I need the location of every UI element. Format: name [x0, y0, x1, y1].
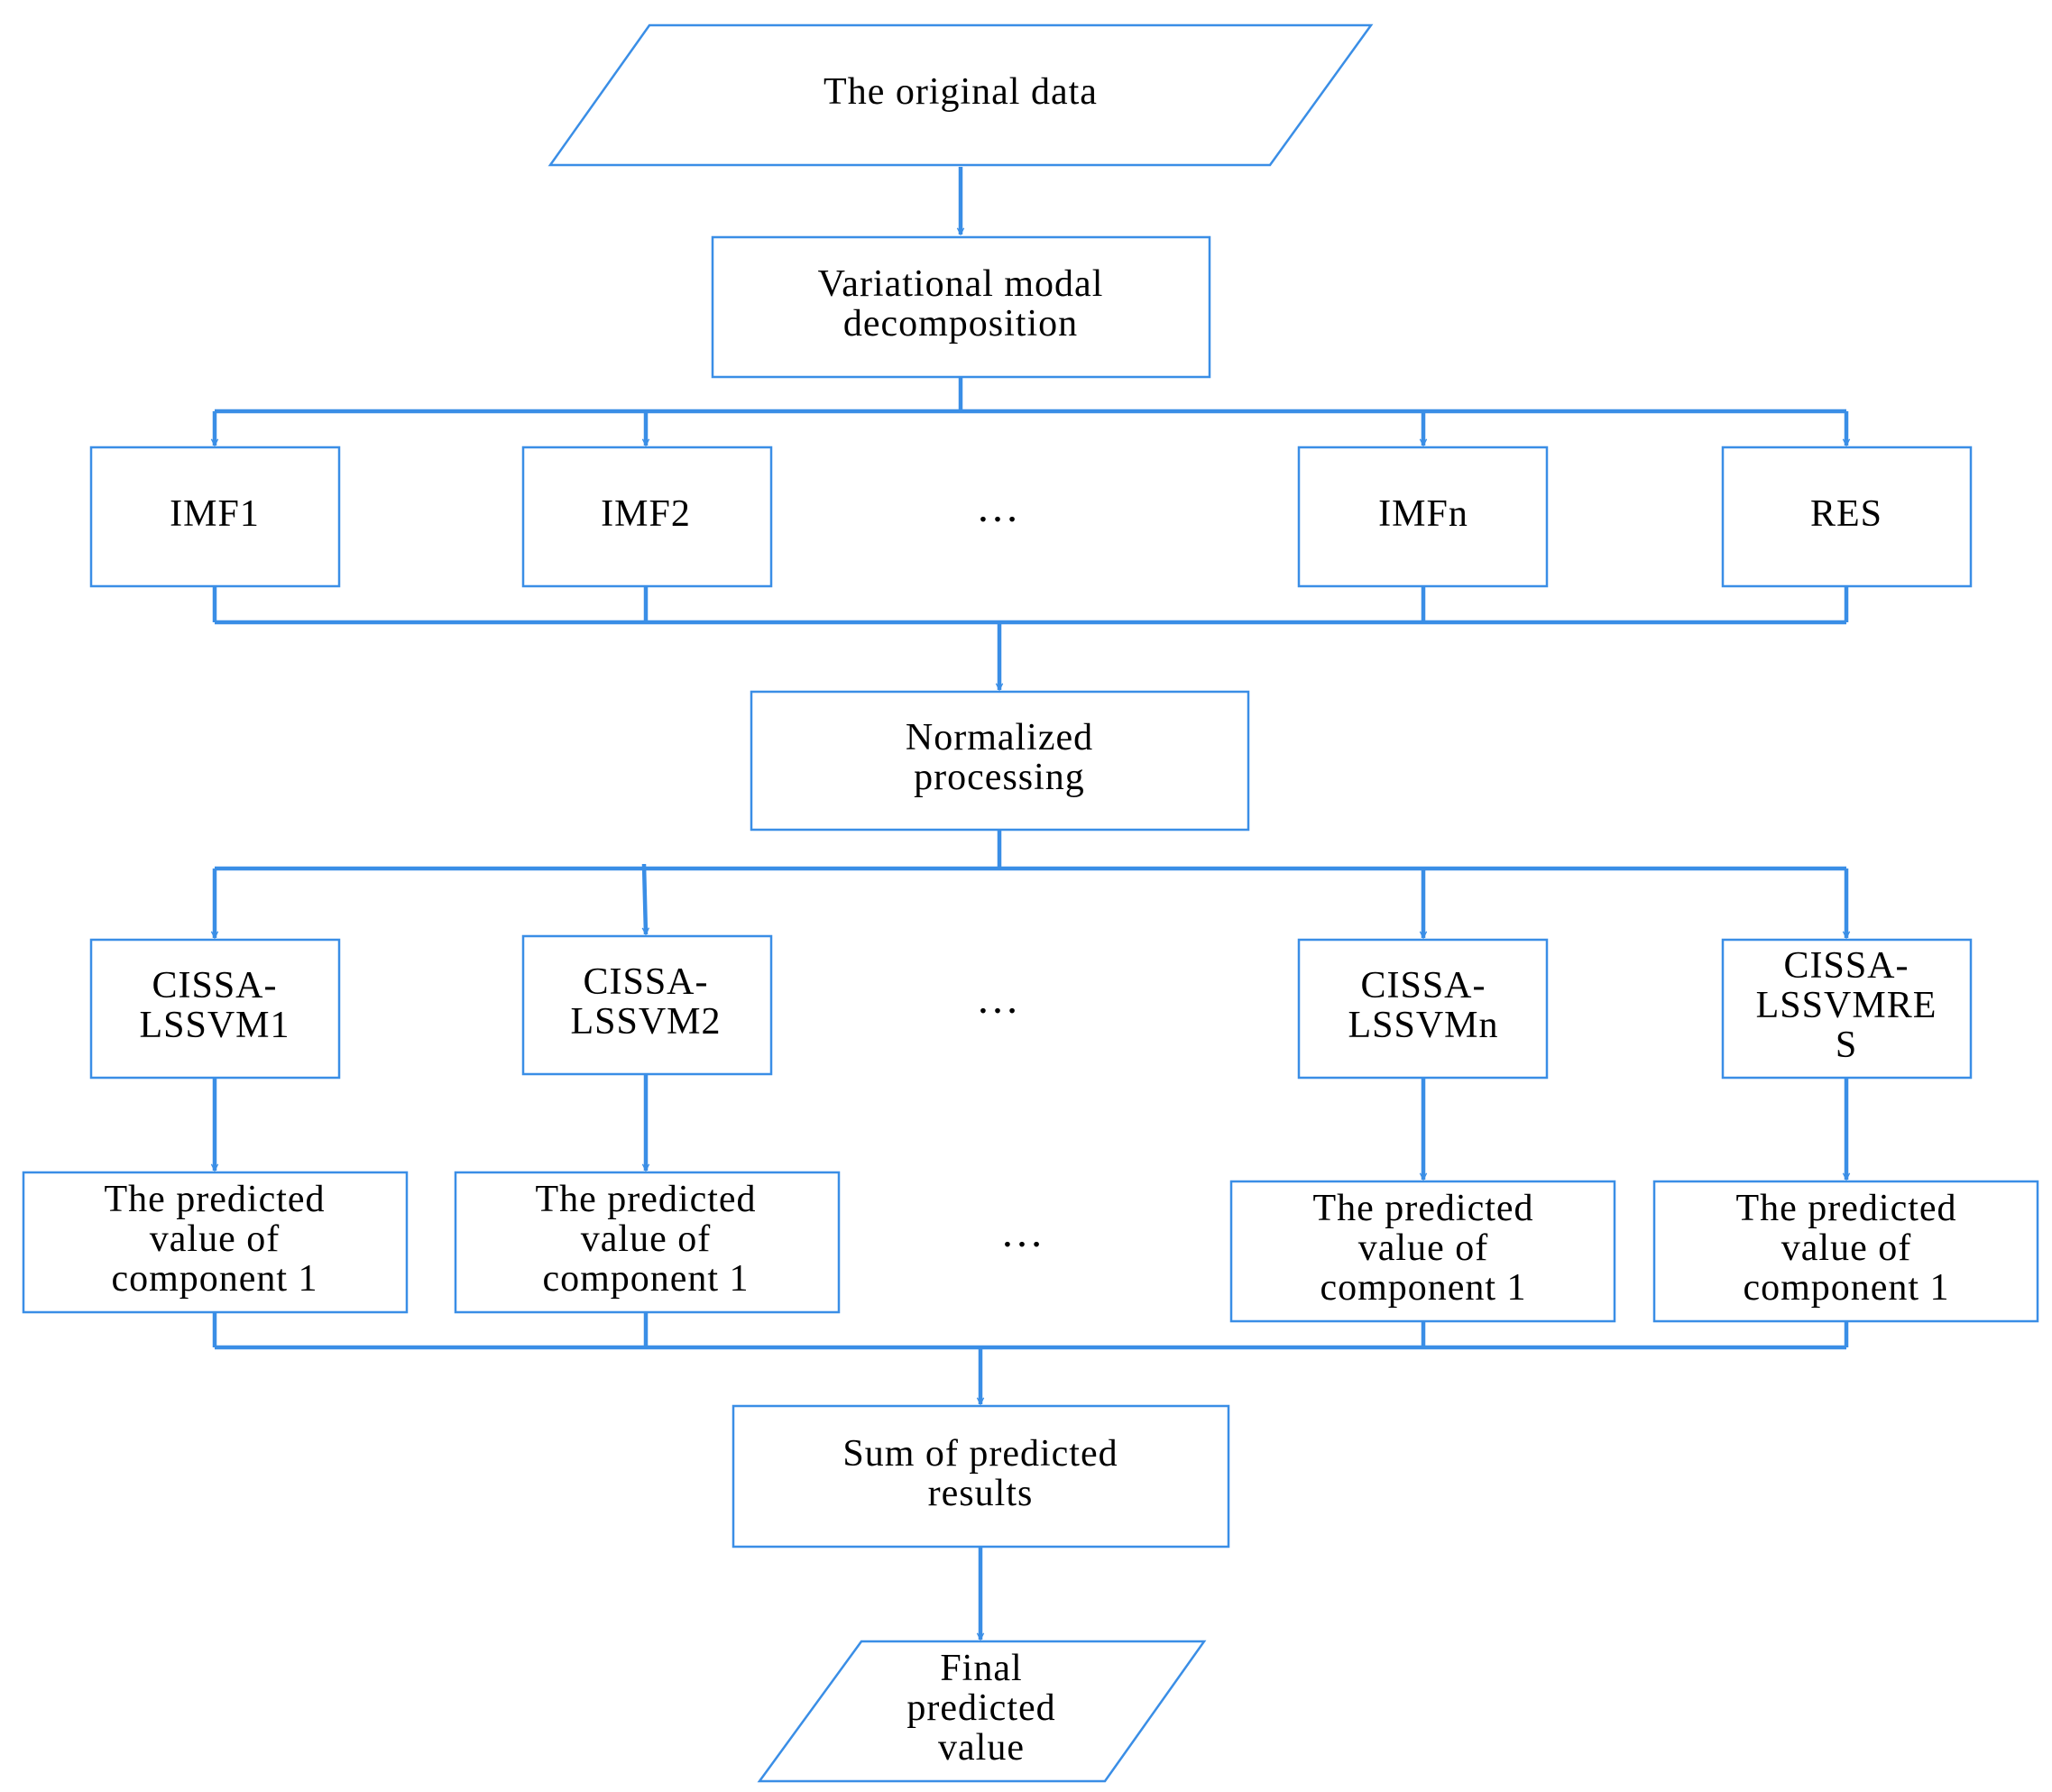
- imf1-line-1: IMF1: [170, 493, 260, 535]
- predres-line-2: value of: [1781, 1227, 1911, 1269]
- modeln-line-1: CISSA-: [1360, 965, 1486, 1006]
- edge-to-model2: [644, 863, 646, 934]
- normalized-line-1: Normalized: [906, 717, 1093, 758]
- sum-line-2: results: [928, 1473, 1034, 1514]
- ellipsis-imf: …: [976, 483, 1023, 531]
- normalized-line-2: processing: [914, 757, 1085, 798]
- modeln-line-2: LSSVMn: [1348, 1005, 1498, 1046]
- ellipsis-model: …: [976, 975, 1023, 1023]
- modeln-node: CISSA-LSSVMn: [1297, 938, 1549, 1080]
- imfn-node: IMFn: [1297, 446, 1549, 588]
- imfn-label: IMFn: [1378, 493, 1468, 535]
- final-line-1: Final: [940, 1648, 1022, 1689]
- pred2-line-1: The predicted: [535, 1179, 756, 1220]
- modelres-line-2: LSSVMRE: [1756, 985, 1937, 1026]
- model1-node: CISSA-LSSVM1: [89, 938, 341, 1080]
- model2-line-2: LSSVM2: [570, 1001, 721, 1043]
- model1-line-1: CISSA-: [152, 965, 277, 1006]
- sum-line-1: Sum of predicted: [842, 1433, 1118, 1475]
- modelres-line-3: S: [1836, 1025, 1857, 1066]
- pred2-line-2: value of: [581, 1218, 711, 1260]
- pred1-line-2: value of: [150, 1218, 280, 1260]
- pred2-line-3: component 1: [542, 1258, 749, 1300]
- model1-label: CISSA-LSSVM1: [139, 965, 290, 1046]
- modelres-line-1: CISSA-: [1783, 945, 1909, 987]
- connectors: [215, 167, 1846, 1640]
- imf2-line-1: IMF2: [601, 493, 691, 535]
- model2-label: CISSA-LSSVM2: [570, 961, 721, 1043]
- vmd-line-2: decomposition: [843, 303, 1078, 345]
- final-line-2: predicted: [906, 1687, 1055, 1729]
- predres-line-1: The predicted: [1735, 1188, 1956, 1229]
- model2-line-1: CISSA-: [583, 961, 708, 1003]
- res-node: RES: [1721, 446, 1973, 588]
- pred1-line-1: The predicted: [104, 1179, 325, 1220]
- original_data-line-1: The original data: [824, 71, 1098, 113]
- imf2-label: IMF2: [601, 493, 691, 535]
- vmd-line-1: Variational modal: [818, 263, 1104, 305]
- final-line-3: value: [938, 1727, 1025, 1769]
- modeln-label: CISSA-LSSVMn: [1348, 965, 1498, 1046]
- ellipsis-pred: …: [1000, 1208, 1047, 1256]
- imf1-node: IMF1: [89, 446, 341, 588]
- imfn-line-1: IMFn: [1378, 493, 1468, 535]
- imf1-label: IMF1: [170, 493, 260, 535]
- imf2-node: IMF2: [521, 446, 773, 588]
- predn-line-2: value of: [1358, 1227, 1488, 1269]
- res-label: RES: [1810, 493, 1882, 535]
- res-line-1: RES: [1810, 493, 1882, 535]
- original-data-node: The original data: [548, 23, 1374, 167]
- predres-line-3: component 1: [1743, 1267, 1949, 1309]
- model2-node: CISSA-LSSVM2: [521, 934, 773, 1076]
- model1-line-2: LSSVM1: [139, 1005, 290, 1046]
- original-data-label: The original data: [824, 71, 1098, 113]
- pred1-line-3: component 1: [111, 1258, 317, 1300]
- predn-line-1: The predicted: [1312, 1188, 1533, 1229]
- predn-line-3: component 1: [1320, 1267, 1526, 1309]
